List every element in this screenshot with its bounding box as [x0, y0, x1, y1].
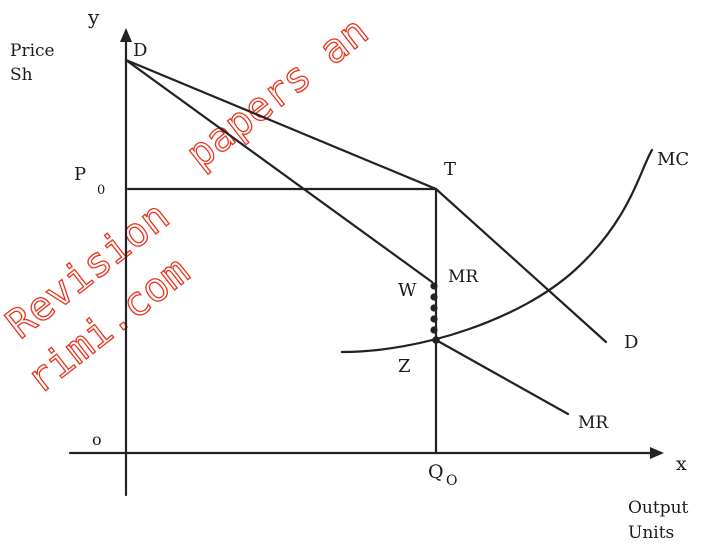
- mr-lower-segment: [434, 338, 570, 416]
- label-p-subscript: 0: [97, 183, 105, 198]
- label-q: Q: [428, 461, 444, 483]
- currency-label: Sh: [10, 65, 33, 85]
- y-axis-label: y: [87, 5, 100, 29]
- mc-curve: [340, 148, 654, 354]
- label-w: W: [398, 280, 417, 301]
- price-label: Price: [10, 41, 55, 61]
- x-axis-label: x: [676, 453, 687, 475]
- label-z: Z: [398, 356, 411, 377]
- label-mc: MC: [657, 149, 689, 170]
- label-q-subscript: O: [446, 473, 457, 489]
- label-t: T: [444, 159, 456, 180]
- label-p: P: [74, 164, 86, 185]
- watermark: papers an Revision rimi.com: [0, 8, 378, 404]
- label-mr-end: MR: [578, 413, 609, 433]
- origin-label: o: [92, 430, 102, 449]
- label-d-top: D: [133, 40, 147, 61]
- mr-upper-segment: [124, 58, 434, 284]
- label-d-end: D: [624, 332, 638, 353]
- label-mr-kink: MR: [448, 267, 479, 287]
- mr-gap-dots: [430, 282, 438, 334]
- units-label: Units: [628, 523, 674, 543]
- output-label: Output: [628, 498, 689, 518]
- y-axis-arrow: [120, 28, 132, 42]
- x-axis-arrow: [650, 447, 664, 459]
